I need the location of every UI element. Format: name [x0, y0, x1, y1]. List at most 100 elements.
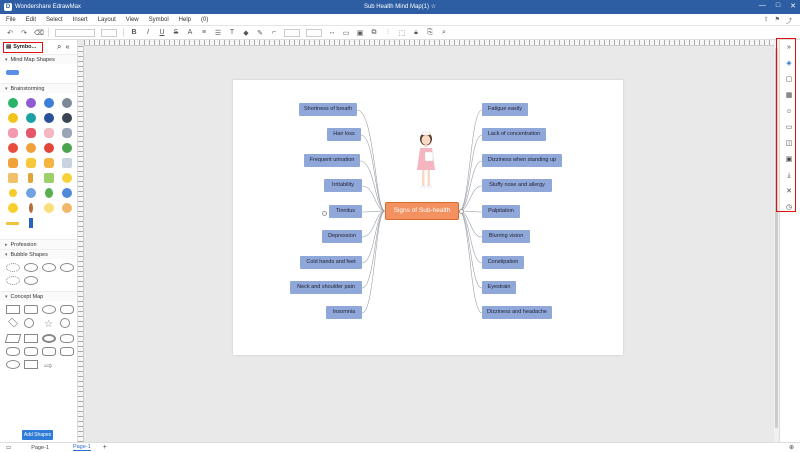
italic-icon[interactable]: I — [147, 29, 149, 36]
topic-node-left[interactable]: Neck and shoulder pain — [290, 281, 362, 294]
connector-icon[interactable]: ⌐ — [271, 29, 277, 36]
topic-node-left[interactable]: Tinnitus — [329, 205, 362, 218]
head-gray-icon[interactable] — [60, 97, 73, 109]
burst-orange-icon[interactable] — [6, 157, 19, 169]
share-icon[interactable]: ⤴ — [785, 19, 792, 25]
group-icon[interactable]: ⧉ — [371, 28, 377, 36]
bold-icon[interactable]: B — [131, 29, 137, 36]
minimize-button[interactable]: — — [758, 2, 766, 9]
section-brainstorming[interactable]: ▾ Brainstorming — [0, 83, 77, 93]
bubble-dotted-small-shape[interactable] — [6, 276, 20, 285]
section-bubble-shapes[interactable]: ▾ Bubble Shapes — [0, 249, 77, 259]
people-icon[interactable] — [24, 142, 37, 154]
menu-layout[interactable]: Layout — [97, 16, 116, 23]
topic-node-left[interactable]: Frequent urination — [304, 154, 360, 167]
chart-board-icon[interactable] — [60, 157, 73, 169]
topic-node-right[interactable]: Eyestrain — [482, 281, 516, 294]
bubble-dotted-shape[interactable] — [6, 263, 20, 272]
menu-file[interactable]: File — [6, 16, 16, 23]
search-icon[interactable]: ⌕ — [57, 42, 62, 51]
head-purple-icon[interactable] — [24, 97, 37, 109]
section-mind-map-shapes[interactable]: ▾ Mind Map Shapes — [0, 54, 77, 64]
topic-node-left[interactable]: Hair loss — [327, 128, 361, 141]
section-profession[interactable]: ▸ Profession — [0, 239, 77, 249]
bulb-outline-icon[interactable] — [42, 202, 55, 214]
plant-icon[interactable] — [42, 187, 55, 199]
topic-node-right[interactable]: Constipation — [482, 256, 524, 269]
bubble-oval-shape[interactable] — [42, 263, 56, 272]
pencil-icon[interactable] — [24, 172, 37, 184]
menu-view[interactable]: View — [125, 16, 139, 23]
export-icon[interactable]: ⤓ — [787, 172, 791, 179]
collapse-handle-icon[interactable] — [322, 211, 327, 216]
redo-icon[interactable]: ↷ — [21, 29, 27, 37]
text-tool-icon[interactable]: T — [229, 29, 235, 36]
burst-yellow-icon[interactable] — [24, 157, 37, 169]
fit-page-icon[interactable]: ✕ — [786, 188, 792, 195]
vertical-scrollbar[interactable] — [774, 40, 779, 442]
menu-edit[interactable]: Edit — [25, 16, 37, 23]
document-shape[interactable] — [24, 334, 38, 343]
brain-pink-icon[interactable] — [6, 127, 19, 139]
oval-small-shape[interactable] — [6, 360, 20, 369]
diamond-shape[interactable] — [8, 317, 18, 328]
brain-gear-icon[interactable] — [60, 127, 73, 139]
undo-icon[interactable]: ↶ — [7, 29, 13, 37]
pen-icon[interactable] — [6, 217, 19, 229]
history-icon[interactable]: ◷ — [785, 204, 793, 211]
page-dropdown[interactable]: Page-1 — [31, 444, 49, 451]
topic-node-left[interactable]: Irritability — [324, 179, 362, 192]
menu-symbol[interactable]: Symbol — [148, 16, 169, 23]
emoji-icon[interactable]: ☺ — [785, 108, 793, 115]
upload-icon[interactable]: ⇧ — [763, 17, 769, 23]
lightbulb-icon[interactable] — [60, 172, 73, 184]
blob-shape[interactable] — [42, 347, 56, 356]
font-color-icon[interactable]: A — [187, 29, 193, 36]
search-icon[interactable]: ⌕ — [442, 28, 446, 36]
bubble-cloud-shape[interactable] — [60, 263, 74, 272]
menu-select[interactable]: Select — [46, 16, 63, 23]
scrollbar-thumb[interactable] — [775, 48, 778, 428]
close-button[interactable]: ✕ — [790, 3, 796, 10]
section-concept-map[interactable]: ▾ Concept Map — [0, 291, 77, 301]
nurse-illustration[interactable] — [413, 130, 439, 192]
presentation-icon[interactable]: ▭ — [785, 124, 793, 131]
topic-node-right[interactable]: Dizziness when standing up — [482, 154, 562, 167]
rectangle-shape[interactable] — [6, 305, 20, 314]
expand-panel-icon[interactable]: » — [787, 44, 791, 51]
globe-icon[interactable] — [60, 142, 73, 154]
topic-node-left[interactable]: Cold hands and feet — [300, 256, 362, 269]
line-style-select[interactable] — [306, 28, 322, 37]
ellipse-shape[interactable] — [42, 305, 56, 314]
align-icon[interactable]: ≡ — [201, 29, 207, 36]
person-yellow-icon[interactable] — [6, 112, 19, 124]
duplicate-icon[interactable]: ⎘ — [427, 28, 433, 36]
bubble-circle-shape[interactable] — [24, 263, 38, 272]
favorite-star-icon[interactable]: ☆ — [430, 4, 437, 10]
gears-icon[interactable] — [6, 142, 19, 154]
hand-idea-icon[interactable] — [60, 202, 73, 214]
cloud-shape[interactable] — [60, 334, 74, 343]
topic-node-right[interactable]: Blurring vision — [482, 230, 530, 243]
distribute-icon[interactable]: ⫶ — [387, 28, 389, 36]
menu-notifications[interactable]: (0) — [201, 16, 209, 23]
topic-node-left[interactable]: Insomnia — [326, 306, 362, 319]
central-topic-node[interactable]: Signs of Sub-health — [385, 202, 459, 220]
circle-outline-shape[interactable] — [60, 318, 70, 328]
symbols-tab[interactable]: ▤ Symbo... — [3, 41, 43, 53]
pill-shape[interactable] — [60, 305, 74, 314]
page-view-icon[interactable]: ▭ — [6, 444, 12, 451]
double-oval-shape[interactable] — [42, 334, 56, 343]
head-blue-icon[interactable] — [42, 97, 55, 109]
mind-map-topic-shape[interactable] — [6, 70, 19, 75]
arrow-shape[interactable]: ⇨ — [44, 360, 53, 372]
add-page-button[interactable]: + — [102, 444, 107, 451]
topic-node-left[interactable]: Shortness of breath — [299, 103, 357, 116]
topic-node-right[interactable]: Fatigue easily — [482, 103, 528, 116]
maximize-button[interactable]: □ — [775, 2, 781, 9]
topic-node-left[interactable]: Depression — [322, 230, 362, 243]
line-color-icon[interactable]: ✎ — [257, 29, 263, 37]
page-setup-icon[interactable]: ▢ — [785, 76, 793, 83]
fill-icon[interactable]: ◈ — [786, 60, 792, 67]
cloud-large-shape[interactable] — [6, 347, 20, 356]
